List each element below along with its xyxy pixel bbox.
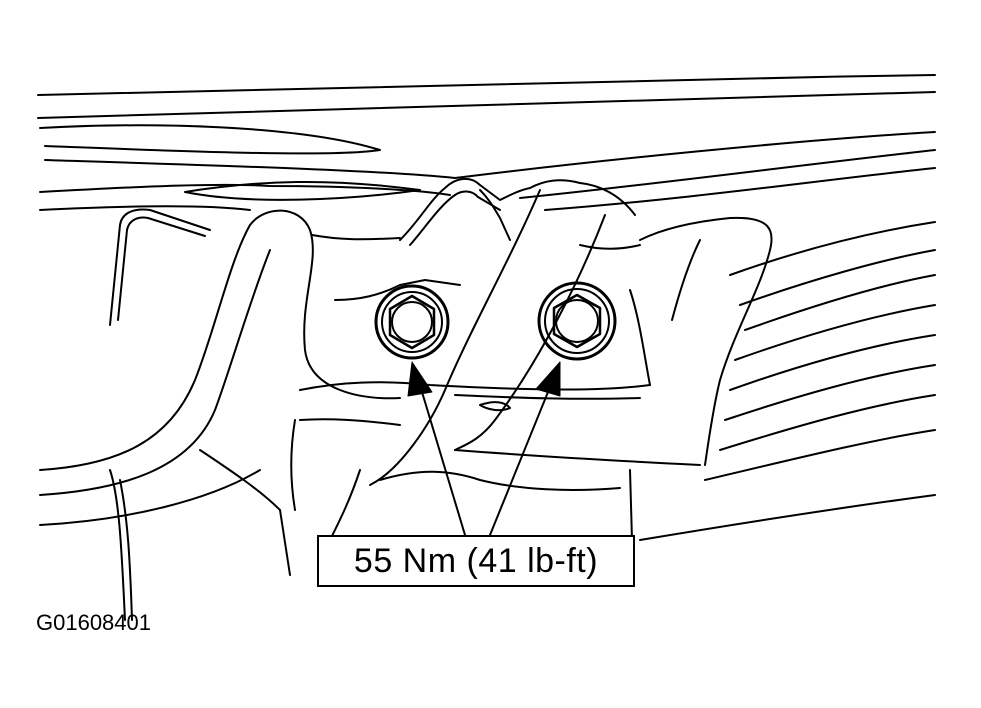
side-panel-lines bbox=[639, 221, 936, 541]
figure-id-label: G01608401 bbox=[36, 610, 151, 635]
frame-rail-lines bbox=[37, 74, 936, 211]
bolt-head-left bbox=[374, 284, 450, 360]
leader-arrow-left bbox=[407, 361, 466, 536]
bolt-head-right bbox=[537, 281, 617, 361]
diagonal-strut bbox=[329, 182, 636, 541]
right-arm bbox=[579, 216, 773, 541]
clamp-loop bbox=[399, 177, 581, 246]
left-arm bbox=[39, 209, 401, 621]
leader-arrow-right bbox=[489, 361, 561, 536]
mounting-bracket bbox=[109, 208, 701, 491]
torque-spec-label: 55 Nm (41 lb-ft) bbox=[317, 535, 635, 587]
